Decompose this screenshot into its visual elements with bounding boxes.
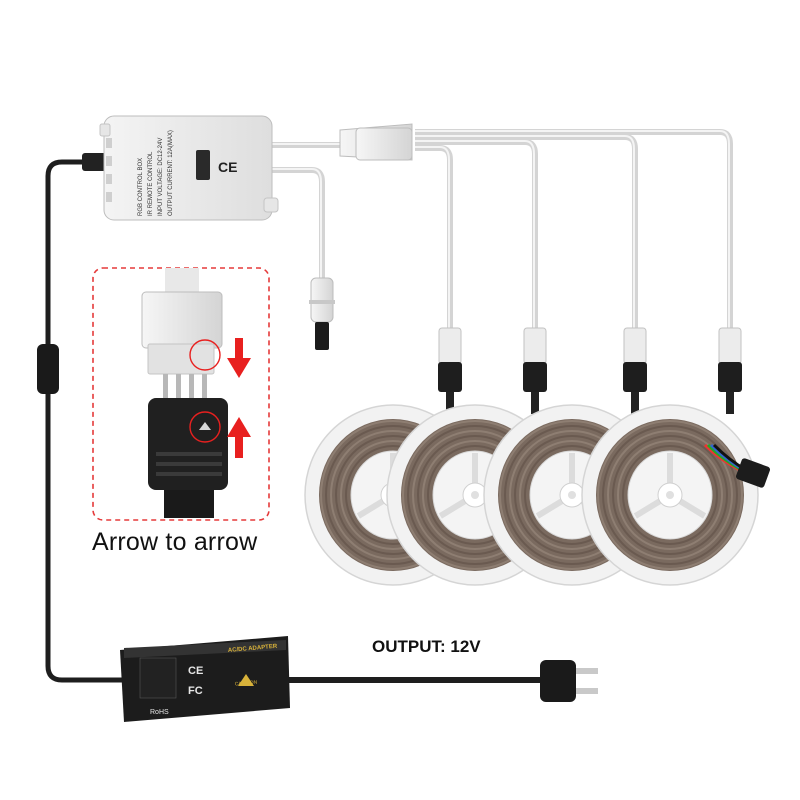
strip-connectors xyxy=(438,327,742,414)
box-label-3: INPUT VOLTAGE: DC12-24V xyxy=(158,138,164,216)
adapter-fc-mark: FC xyxy=(188,685,203,697)
strip-connector-3 xyxy=(623,327,647,414)
strip-connector-2 xyxy=(523,327,547,414)
adapter-rohs-mark: RoHS xyxy=(150,709,169,716)
inset-panel xyxy=(92,267,270,521)
reel-4 xyxy=(581,404,759,586)
splitter-hub xyxy=(339,123,413,161)
control-box: RGB CONTROL BOX IR REMOTE CONTROL INPUT … xyxy=(99,115,279,221)
alignment-circle-top xyxy=(189,339,221,371)
adapter-title: AC/DC ADAPTER xyxy=(228,644,278,654)
arrow-to-arrow-label: Arrow to arrow xyxy=(92,528,258,556)
power-adapter: CE FC RoHS AC/DC ADAPTER CAUTION xyxy=(120,636,290,722)
ferrite-bead xyxy=(37,344,59,394)
alignment-circle-bottom xyxy=(189,411,221,443)
adapter-ce-mark: CE xyxy=(188,665,203,677)
white-cables xyxy=(268,129,733,330)
box-label-1: RGB CONTROL BOX xyxy=(138,158,144,216)
strip-connector-1 xyxy=(438,327,462,414)
rgb-lead xyxy=(703,443,771,488)
remote-icon xyxy=(196,150,210,180)
output-voltage-label: OUTPUT: 12V xyxy=(372,637,481,656)
arrow-down-icon xyxy=(227,338,251,378)
arrow-up-icon xyxy=(227,417,251,458)
ac-cord xyxy=(285,660,598,702)
box-label-2: IR REMOTE CONTROL xyxy=(148,151,154,216)
ir-receiver xyxy=(309,277,335,350)
strip-connector-4 xyxy=(718,327,742,414)
white-cables-highlight xyxy=(268,130,730,330)
box-label-4: OUTPUT CURRENT: 12A(MAX) xyxy=(168,130,174,216)
led-reels xyxy=(304,404,771,586)
ce-mark: CE xyxy=(218,159,237,175)
